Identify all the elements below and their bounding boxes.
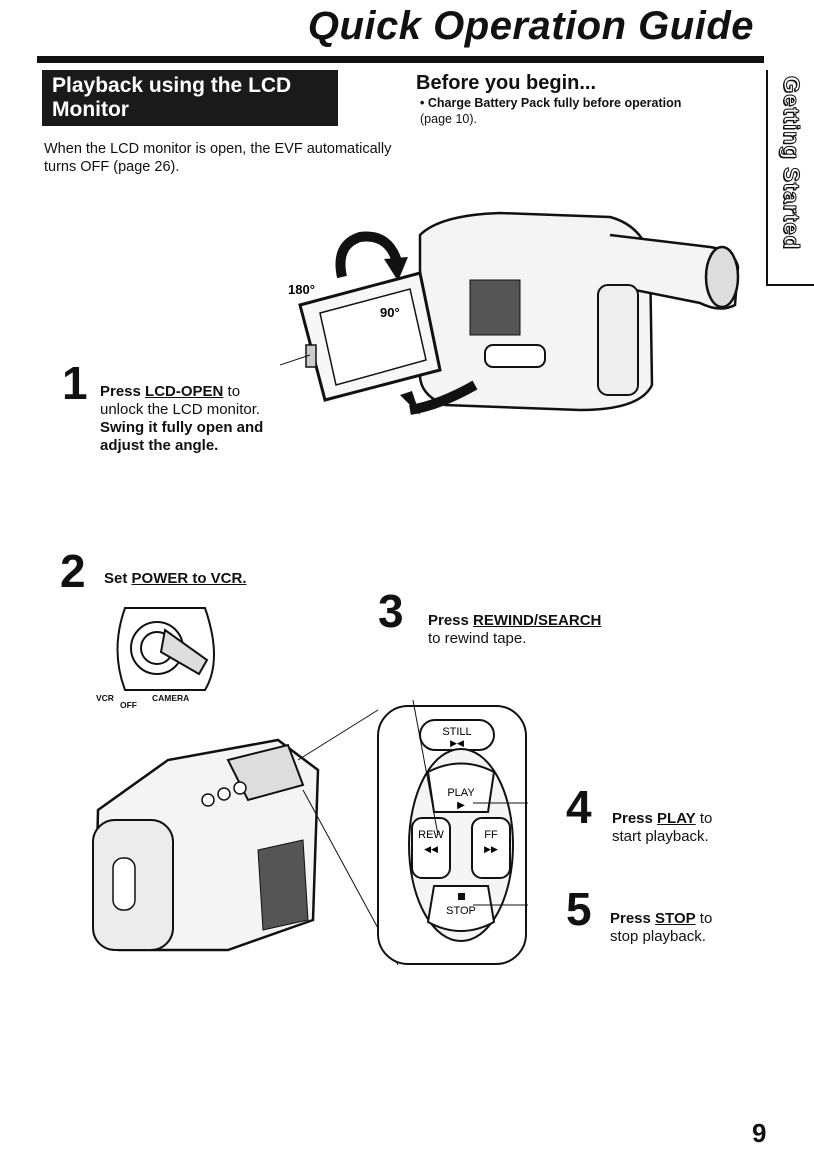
power-dial-illustration xyxy=(116,607,215,691)
step-5-number: 5 xyxy=(566,883,592,935)
still-button-label: STILL xyxy=(442,726,471,738)
section-heading: Playback using the LCD Monitor xyxy=(42,70,338,126)
step-5-text: Press STOP to stop playback. xyxy=(610,910,712,946)
title-rule xyxy=(37,56,764,63)
step-3-number: 3 xyxy=(378,585,404,637)
angle-90-label: 90° xyxy=(380,305,400,320)
step-4-line2: start playback. xyxy=(612,828,709,845)
camcorder-lcd-illustration: 180° 90° xyxy=(280,211,740,415)
rew-button-label: REW xyxy=(418,829,444,841)
step-4-text: Press PLAY to start playback. xyxy=(612,810,712,846)
step-5-prefix: Press xyxy=(610,910,656,927)
step-5-line2: stop playback. xyxy=(610,928,706,945)
step-1-text: Press LCD-OPEN to unlock the LCD monitor… xyxy=(100,383,330,455)
before-heading: Before you begin... xyxy=(416,72,597,94)
camcorder-controls-illustration: STILL ▶◀ PLAY ▶ REW ◀◀ FF ▶▶ STOP xyxy=(92,700,528,966)
svg-text:▶◀: ▶◀ xyxy=(450,738,464,748)
dial-label-vcr: VCR xyxy=(96,693,114,703)
svg-text:◀◀: ◀◀ xyxy=(424,844,438,854)
step-2-key: POWER to VCR. xyxy=(131,570,247,587)
step-4-prefix: Press xyxy=(612,810,658,827)
step-3-prefix: Press xyxy=(428,612,474,629)
step-2-prefix: Set xyxy=(104,570,132,587)
page-number: 9 xyxy=(752,1118,767,1148)
page-title: Quick Operation Guide xyxy=(307,4,754,48)
play-button-label: PLAY xyxy=(447,787,475,799)
step-1-prefix: Press xyxy=(100,383,146,400)
side-tab-label: Getting Started xyxy=(779,76,805,251)
step-5-key: STOP xyxy=(655,910,696,927)
step-2-text: Set POWER to VCR. xyxy=(104,570,247,588)
step-4-number: 4 xyxy=(566,781,592,833)
ff-button-label: FF xyxy=(484,829,498,841)
before-bullet-page-ref: (page 10). xyxy=(420,112,477,126)
step-3-line2: to rewind tape. xyxy=(428,630,527,647)
step-1-line2: unlock the LCD monitor. xyxy=(100,401,261,418)
before-bullet: • Charge Battery Pack fully before opera… xyxy=(420,95,750,127)
svg-text:▶: ▶ xyxy=(457,800,465,811)
step-5-suffix: to xyxy=(695,910,713,927)
side-tab: Getting Started xyxy=(766,70,814,286)
step-1-key: LCD-OPEN xyxy=(145,383,224,400)
before-bullet-bold: • Charge Battery Pack fully before opera… xyxy=(420,96,682,110)
step-3-key: REWIND/SEARCH xyxy=(473,612,602,629)
section-intro: When the LCD monitor is open, the EVF au… xyxy=(44,141,392,175)
step-3-text: Press REWIND/SEARCH to rewind tape. xyxy=(428,612,601,648)
stop-button-label: STOP xyxy=(446,905,476,917)
step-4-suffix: to xyxy=(695,810,713,827)
svg-text:▶▶: ▶▶ xyxy=(484,844,498,854)
step-1-suffix: to xyxy=(223,383,241,400)
dial-label-camera: CAMERA xyxy=(152,693,190,703)
angle-180-label: 180° xyxy=(288,282,315,297)
dial-label-off: OFF xyxy=(120,700,137,710)
step-1-number: 1 xyxy=(62,357,88,409)
step-2-number: 2 xyxy=(60,545,86,597)
step-4-key: PLAY xyxy=(657,810,696,827)
step-1-line3: Swing it fully open and xyxy=(100,419,264,436)
step-1-line4: adjust the angle. xyxy=(100,437,219,454)
